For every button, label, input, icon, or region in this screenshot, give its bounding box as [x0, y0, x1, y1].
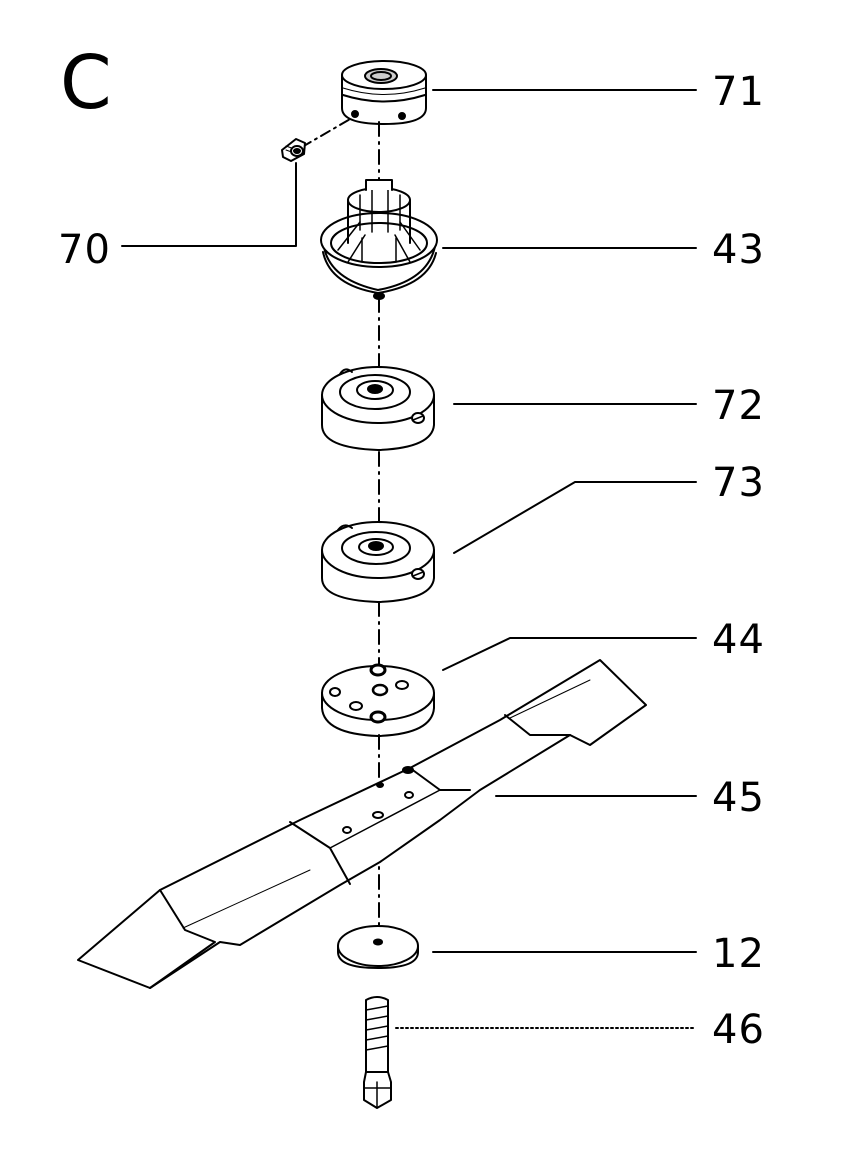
callout-44: 44: [712, 617, 765, 663]
part-12-washer: [338, 926, 418, 968]
part-44-flange: [322, 665, 434, 736]
leader-73: [454, 482, 696, 553]
part-72-disc: [322, 367, 434, 450]
part-70-set-screw: [282, 139, 305, 161]
leader-70: [122, 163, 296, 246]
part-71-collar: [342, 61, 426, 124]
callout-46: 46: [712, 1007, 765, 1053]
part-45-blade: [78, 660, 646, 988]
set-screw-axis: [302, 118, 352, 147]
part-73-disc: [322, 522, 434, 602]
callout-71: 71: [712, 69, 765, 115]
leader-44: [443, 638, 696, 670]
callout-73: 73: [712, 460, 765, 506]
callout-43: 43: [712, 227, 765, 273]
callout-45: 45: [712, 775, 765, 821]
callout-12: 12: [712, 931, 765, 977]
section-letter: C: [60, 40, 112, 126]
part-46-bolt: [364, 997, 391, 1108]
callout-70: 70: [58, 227, 111, 273]
leader-lines: [122, 90, 696, 1028]
callout-72: 72: [712, 383, 765, 429]
part-43-blade-adapter: [321, 180, 437, 299]
